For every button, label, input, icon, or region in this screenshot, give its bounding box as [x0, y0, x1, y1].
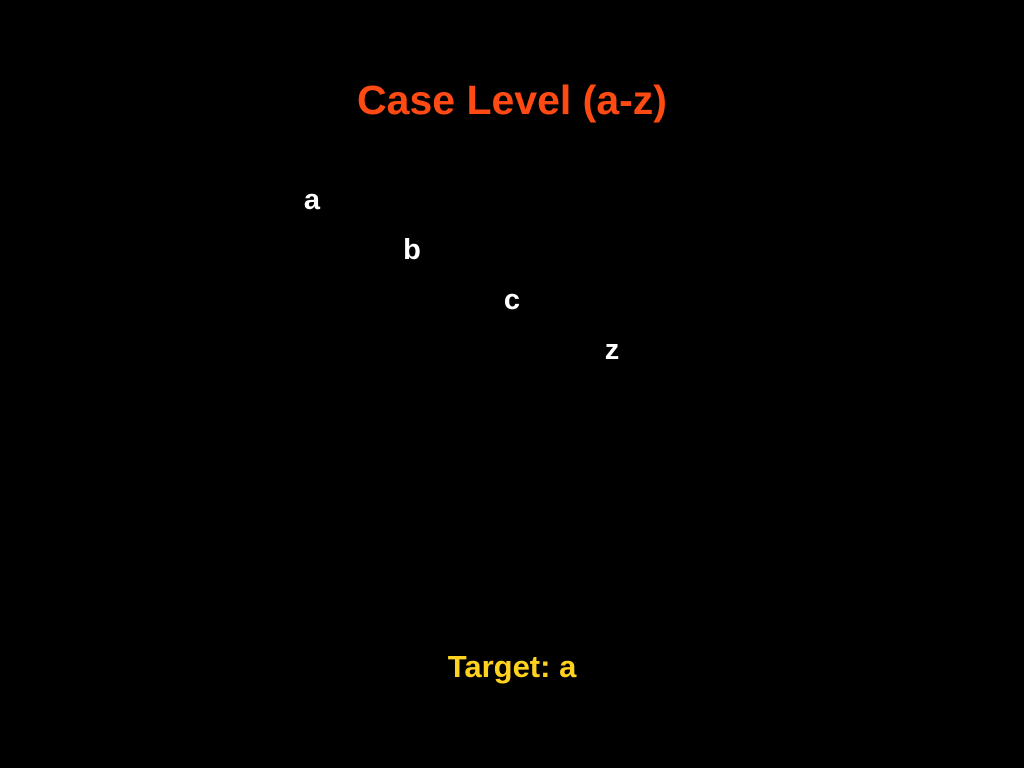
letter-tile-a[interactable]: a: [303, 184, 321, 216]
target-prompt: Target: a: [447, 649, 577, 684]
letter-tile-z[interactable]: z: [604, 334, 620, 366]
letter-tile-b[interactable]: b: [403, 234, 421, 266]
letter-tile-c[interactable]: c: [503, 284, 521, 316]
level-title: Case Level (a-z): [357, 77, 667, 123]
